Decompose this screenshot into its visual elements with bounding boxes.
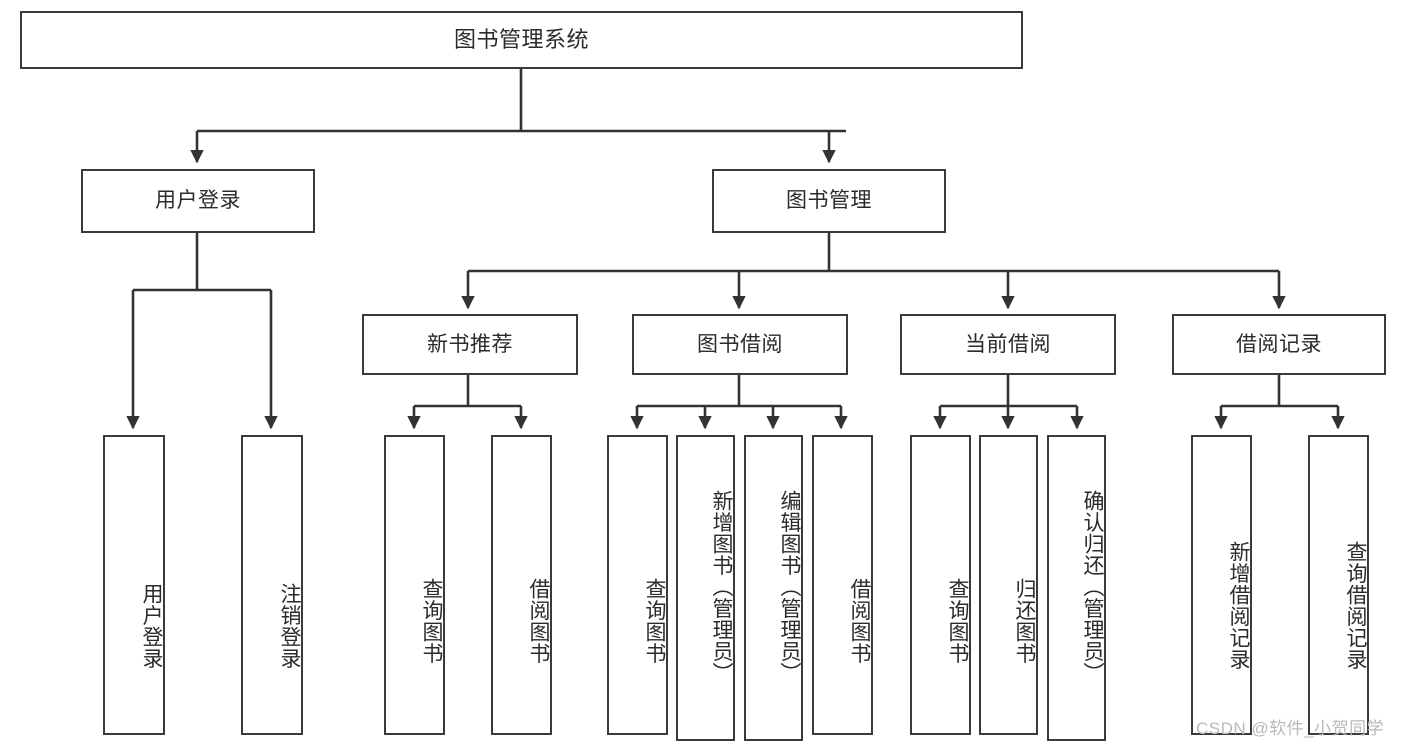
node-user-login[interactable]: 用户登录	[81, 169, 315, 233]
leaf-newbook-borrow-book[interactable]: 借阅图书	[491, 435, 552, 735]
leaf-borrow-add-book-admin-label: 新增图书（管理员）	[710, 490, 733, 684]
leaf-records-add-record[interactable]: 新增借阅记录	[1191, 435, 1252, 735]
leaf-current-query-book-label: 查询图书	[946, 578, 969, 664]
csdn-watermark: CSDN @软件_小贺同学	[1196, 719, 1385, 738]
node-book-management-label: 图书管理	[786, 189, 872, 213]
leaf-borrow-query-book[interactable]: 查询图书	[607, 435, 668, 735]
leaf-current-return-book[interactable]: 归还图书	[979, 435, 1038, 735]
leaf-borrow-add-book-admin[interactable]: 新增图书（管理员）	[676, 435, 735, 741]
node-book-borrow-label: 图书借阅	[697, 332, 783, 356]
leaf-login-user-login[interactable]: 用户登录	[103, 435, 165, 735]
leaf-borrow-borrow-book[interactable]: 借阅图书	[812, 435, 873, 735]
leaf-newbook-query-book-label: 查询图书	[420, 578, 443, 664]
leaf-borrow-query-book-label: 查询图书	[643, 578, 666, 664]
node-borrow-records[interactable]: 借阅记录	[1172, 314, 1386, 375]
leaf-borrow-edit-book-admin-label: 编辑图书（管理员）	[778, 490, 801, 684]
node-root[interactable]: 图书管理系统	[20, 11, 1023, 69]
node-borrow-records-label: 借阅记录	[1236, 332, 1322, 356]
node-current-borrow-label: 当前借阅	[965, 332, 1051, 356]
node-book-management[interactable]: 图书管理	[712, 169, 946, 233]
leaf-records-add-record-label: 新增借阅记录	[1227, 540, 1250, 670]
leaf-login-logout-label: 注销登录	[278, 583, 301, 669]
leaf-current-return-book-label: 归还图书	[1013, 578, 1036, 664]
leaf-login-logout[interactable]: 注销登录	[241, 435, 303, 735]
leaf-newbook-borrow-book-label: 借阅图书	[527, 578, 550, 664]
leaf-newbook-query-book[interactable]: 查询图书	[384, 435, 445, 735]
leaf-login-user-login-label: 用户登录	[140, 583, 163, 669]
node-current-borrow[interactable]: 当前借阅	[900, 314, 1116, 375]
node-root-label: 图书管理系统	[453, 26, 589, 52]
node-book-borrow[interactable]: 图书借阅	[632, 314, 848, 375]
leaf-current-query-book[interactable]: 查询图书	[910, 435, 971, 735]
node-new-book-recommend-label: 新书推荐	[427, 332, 513, 356]
leaf-borrow-borrow-book-label: 借阅图书	[848, 578, 871, 664]
leaf-records-query-record[interactable]: 查询借阅记录	[1308, 435, 1369, 735]
leaf-current-confirm-return-admin[interactable]: 确认归还（管理员）	[1047, 435, 1106, 741]
node-new-book-recommend[interactable]: 新书推荐	[362, 314, 578, 375]
node-user-login-label: 用户登录	[155, 189, 241, 213]
leaf-borrow-edit-book-admin[interactable]: 编辑图书（管理员）	[744, 435, 803, 741]
leaf-records-query-record-label: 查询借阅记录	[1344, 540, 1367, 670]
leaf-current-confirm-return-admin-label: 确认归还（管理员）	[1081, 490, 1104, 684]
